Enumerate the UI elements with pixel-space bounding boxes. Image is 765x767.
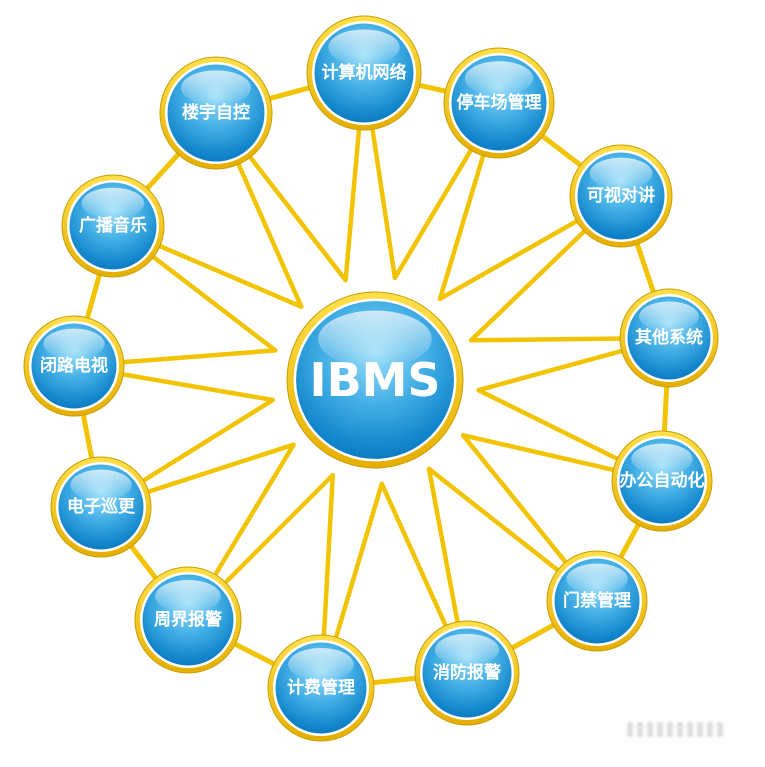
starburst-spokes — [71, 70, 672, 691]
node-broadcast-music: 广播音乐 — [61, 174, 165, 278]
node-video-intercom-label: 可视对讲 — [587, 185, 655, 206]
gloss-highlight — [631, 443, 693, 475]
node-cctv-label: 闭路电视 — [40, 355, 108, 376]
node-fire-alarm-label: 消防报警 — [433, 662, 501, 683]
gloss-highlight — [70, 469, 132, 501]
gloss-highlight — [464, 61, 534, 96]
gloss-highlight — [81, 187, 145, 220]
gloss-highlight — [639, 301, 699, 332]
gloss-highlight — [318, 310, 432, 368]
node-other-systems-label: 其他系统 — [635, 327, 703, 348]
node-billing-management-label: 计费管理 — [287, 677, 355, 698]
node-perimeter-alarm-label: 周界报警 — [154, 609, 222, 630]
gloss-highlight — [288, 647, 354, 681]
node-computer-network-label: 计算机网络 — [322, 62, 407, 83]
node-parking-management: 停车场管理 — [443, 47, 555, 159]
node-fire-alarm: 消防报警 — [414, 620, 520, 726]
node-cctv: 闭路电视 — [23, 315, 125, 417]
watermark-smudge — [627, 722, 723, 737]
hub-ibms: IBMS — [286, 291, 464, 469]
node-building-automation: 楼宇自控 — [159, 56, 273, 170]
node-computer-network: 计算机网络 — [306, 15, 422, 131]
hub-ibms-label: IBMS — [309, 353, 440, 407]
node-office-automation-label: 办公自动化 — [620, 470, 705, 491]
gloss-highlight — [43, 328, 105, 360]
node-billing-management: 计费管理 — [267, 634, 375, 742]
gloss-highlight — [589, 157, 653, 190]
gloss-highlight — [155, 579, 221, 613]
gloss-highlight — [181, 70, 251, 106]
node-video-intercom: 可视对讲 — [569, 144, 673, 248]
node-access-control-label: 门禁管理 — [563, 590, 631, 611]
node-other-systems: 其他系统 — [619, 288, 719, 388]
node-electronic-patrol-label: 电子巡更 — [67, 496, 136, 517]
node-building-automation-label: 楼宇自控 — [182, 102, 250, 123]
node-parking-management-label: 停车场管理 — [457, 92, 542, 113]
gloss-highlight — [328, 29, 400, 66]
gloss-highlight — [566, 563, 628, 595]
gloss-highlight — [434, 633, 500, 666]
node-perimeter-alarm: 周界报警 — [134, 566, 242, 674]
node-office-automation: 办公自动化 — [611, 430, 713, 532]
node-access-control: 门禁管理 — [546, 550, 648, 652]
node-electronic-patrol: 电子巡更 — [50, 456, 152, 558]
node-broadcast-music-label: 广播音乐 — [79, 215, 147, 236]
